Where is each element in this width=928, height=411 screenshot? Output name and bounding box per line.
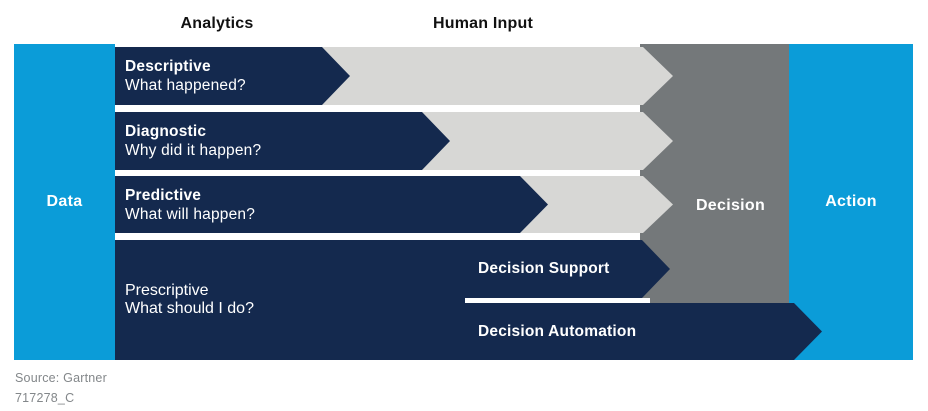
data-column: Data xyxy=(14,44,115,360)
analytics-section-label: Analytics xyxy=(180,15,254,32)
action-column-label: Action xyxy=(825,193,877,210)
arrow-prescriptive: Prescriptive What should I do? xyxy=(115,240,466,360)
action-column: Action xyxy=(789,44,913,360)
descriptive-title: Descriptive xyxy=(125,58,211,75)
arrow-decision-support: Decision Support xyxy=(465,240,670,298)
diagnostic-question: Why did it happen? xyxy=(125,142,262,159)
descriptive-question: What happened? xyxy=(125,77,246,94)
support-automation-divider xyxy=(465,298,650,303)
data-column-label: Data xyxy=(46,193,83,210)
diagnostic-title: Diagnostic xyxy=(125,123,207,140)
decision-automation-label: Decision Automation xyxy=(478,322,637,340)
predictive-title: Predictive xyxy=(125,186,202,204)
predictive-question: What will happen? xyxy=(125,205,256,223)
human-input-section-label: Human Input xyxy=(433,15,533,32)
arrow-diagnostic: Diagnostic Why did it happen? xyxy=(115,112,450,170)
prescriptive-question: What should I do? xyxy=(125,300,254,317)
arrow-predictive: Predictive What will happen? xyxy=(115,176,548,233)
arrow-descriptive: Descriptive What happened? xyxy=(115,47,350,105)
arrow-decision-automation: Decision Automation xyxy=(465,303,822,360)
figure-id: 717278_C xyxy=(15,391,75,405)
decision-column-label: Decision xyxy=(695,196,766,214)
diagram-body: Data Decision Action Descriptive What ha… xyxy=(14,44,913,360)
prescriptive-title: Prescriptive xyxy=(125,282,209,299)
decision-support-label: Decision Support xyxy=(478,260,610,277)
source-note: Source: Gartner xyxy=(15,371,107,385)
